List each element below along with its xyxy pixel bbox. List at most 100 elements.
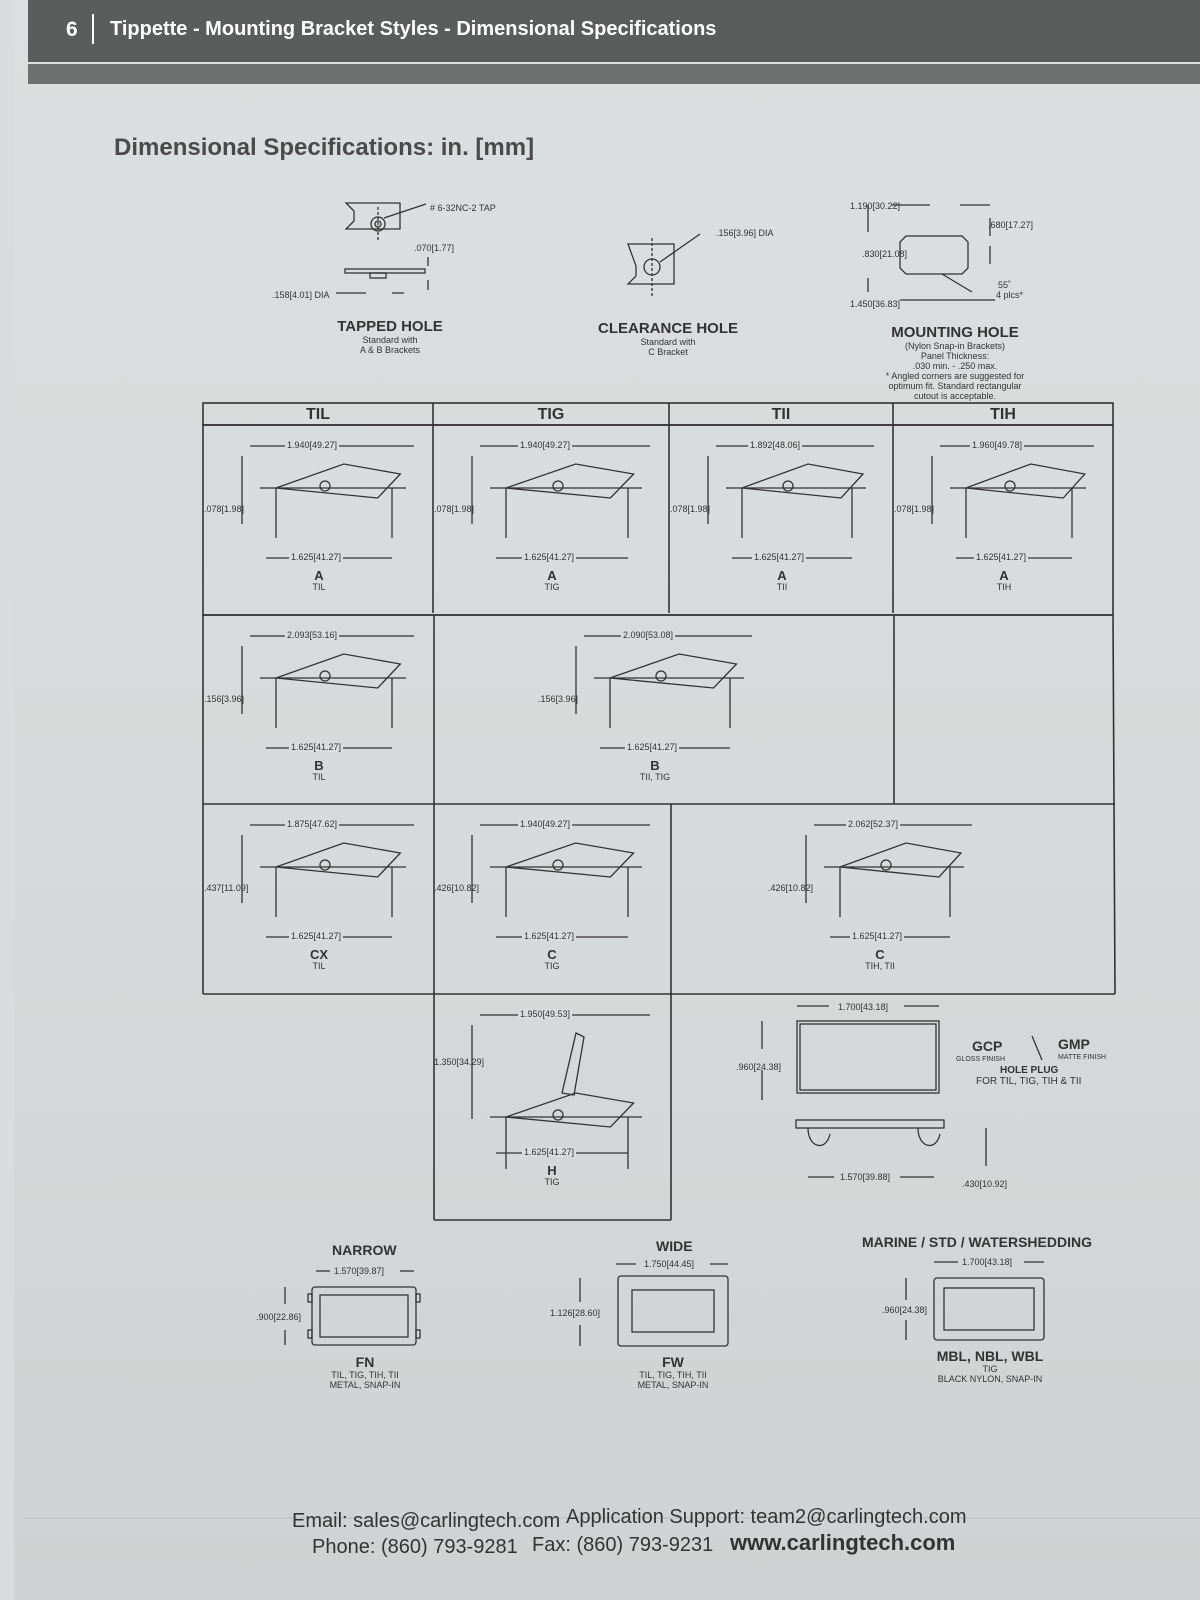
til_cx-dim-left: .437[11.09] [204, 883, 249, 893]
section-title: Dimensional Specifications: in. [mm] [114, 134, 535, 161]
hole-plug-dim-height: .960[24.38] [736, 1062, 782, 1072]
tig_a-dim-left: .078[1.98] [434, 504, 475, 514]
wide-sub2: METAL, SNAP-IN [637, 1380, 709, 1390]
header-bar [28, 0, 1200, 62]
marine-code: MBL, NBL, WBL [936, 1348, 1044, 1364]
footer-website[interactable]: www.carlingtech.com [730, 1530, 956, 1555]
marine-caption: MBL, NBL, WBL TIG BLACK NYLON, SNAP-IN [910, 1348, 1070, 1384]
tih_c-code: C [875, 947, 885, 962]
tig_c-dim-bottom: 1.625[41.27] [522, 931, 577, 941]
tig_h-code: H [547, 1163, 557, 1178]
tig_a-sub: TIG [544, 582, 560, 592]
footer-fax: Fax: (860) 793-9231 [532, 1534, 714, 1556]
marine-dim-width: 1.700[43.18] [962, 1257, 1013, 1267]
narrow-sub2: METAL, SNAP-IN [329, 1380, 401, 1390]
mounting-angle-count: 4 plcs* [996, 290, 1024, 300]
marine-bezel-drawing [905, 1261, 1045, 1341]
tii_b-dim-bottom: 1.625[41.27] [625, 742, 680, 752]
mounting-hole-drawing [867, 204, 995, 301]
footer-email[interactable]: Email: sales@carlingtech.com [292, 1510, 561, 1532]
narrow-bezel-drawing [284, 1270, 421, 1346]
tii_a-dim-bottom: 1.625[41.27] [752, 552, 807, 562]
tii_b-sub: TII, TIG [639, 772, 671, 782]
tig_c-code: C [547, 947, 557, 962]
tig_h-dim-bottom: 1.625[41.27] [522, 1147, 577, 1157]
til_cx-dim-bottom: 1.625[41.27] [289, 931, 344, 941]
page [14, 0, 1200, 1600]
tapped-dim-thickness: .070[1.77] [414, 243, 455, 253]
tih_a-dim-top: 1.960[49.78] [970, 440, 1025, 450]
til_a-dim-bottom: 1.625[41.27] [289, 552, 344, 562]
mounting-angle: 55˚ [998, 280, 1012, 290]
tapped-dim-dia: .158[4.01] DIA [272, 290, 330, 300]
tih_c-dim-top: 2.062[52.37] [846, 819, 901, 829]
wide-dim-width: 1.750[44.45] [644, 1259, 695, 1269]
mounting-hole-note1: * Angled corners are suggested for [885, 371, 1025, 381]
narrow-sub1: TIL, TIG, TIH, TII [331, 1370, 399, 1380]
marine-dim-height: .960[24.38] [882, 1305, 928, 1315]
hole-plug-sub: FOR TIL, TIG, TIH & TII [976, 1076, 1082, 1087]
tapped-hole-title: TAPPED HOLE [337, 318, 443, 335]
tii_b-dim-top: 2.090[53.08] [621, 630, 676, 640]
tapped-hole-sub2: A & B Brackets [359, 345, 421, 355]
mounting-hole-note2: optimum fit. Standard rectangular [888, 381, 1022, 391]
narrow-dim-height: .900[22.86] [256, 1312, 302, 1322]
mounting-dim-inner: .680[17.27] [988, 220, 1034, 230]
til_b-sub: TIL [312, 772, 326, 782]
clearance-dim-dia: .156[3.96] DIA [716, 228, 774, 238]
til_cx-code: CX [309, 947, 329, 962]
column-header-tig: TIG [537, 406, 565, 423]
tig_c-dim-top: 1.940[49.27] [518, 819, 573, 829]
wide-title: WIDE [656, 1238, 693, 1254]
clearance-hole-sub2: C Bracket [648, 347, 688, 357]
tig_a-dim-bottom: 1.625[41.27] [522, 552, 577, 562]
page-number: 6 [66, 18, 78, 41]
mounting-hole-title: MOUNTING HOLE [891, 324, 1019, 341]
bracket-table-grid [202, 402, 1116, 1221]
tih_c-dim-left: .426[10.82] [768, 883, 814, 893]
mounting-dim-height: .830[21.08] [862, 249, 908, 259]
marine-sub2: BLACK NYLON, SNAP-IN [937, 1374, 1043, 1384]
page-title: Tippette - Mounting Bracket Styles - Dim… [110, 18, 717, 40]
marine-sub1: TIG [982, 1364, 998, 1374]
tig_h-dim-top: 1.950[49.53] [518, 1009, 573, 1019]
narrow-code: FN [355, 1354, 375, 1370]
til_cx-sub: TIL [312, 961, 326, 971]
tih_a-dim-bottom: 1.625[41.27] [974, 552, 1029, 562]
narrow-caption: FN TIL, TIG, TIH, TII METAL, SNAP-IN [300, 1354, 430, 1390]
wide-caption: FW TIL, TIG, TIH, TII METAL, SNAP-IN [608, 1354, 738, 1390]
footer-support[interactable]: Application Support: team2@carlingtech.c… [566, 1506, 967, 1528]
clearance-hole-sub1: Standard with [640, 337, 696, 347]
mounting-hole-sub1: (Nylon Snap-in Brackets) [904, 341, 1006, 351]
til_b-dim-top: 2.093[53.16] [285, 630, 340, 640]
clearance-hole-drawing [626, 233, 701, 296]
column-header-tii: TII [771, 406, 791, 423]
mounting-hole-note3: cutout is acceptable. [913, 391, 997, 401]
tih_c-dim-bottom: 1.625[41.27] [850, 931, 905, 941]
til_a-dim-left: .078[1.98] [204, 504, 245, 514]
tii_b-dim-left: .156[3.96] [538, 694, 579, 704]
tii_b-code: B [650, 758, 660, 773]
gcp-code: GCP [972, 1038, 1003, 1054]
column-header-tih: TIH [990, 406, 1016, 423]
tih_c-sub: TIH, TII [865, 961, 895, 971]
tih_a-sub: TIH [996, 582, 1012, 592]
til_b-code: B [314, 758, 324, 773]
mounting-dim-length: 1.450[36.83] [850, 299, 901, 309]
hole-plug-drawing [761, 1005, 1043, 1178]
hole-plug-dim-width: 1.700[43.18] [838, 1002, 889, 1012]
wide-dim-height: 1.126[28.60] [550, 1308, 601, 1318]
hole-plug-dim-depth: .430[10.92] [962, 1179, 1008, 1189]
tig_a-dim-top: 1.940[49.27] [518, 440, 573, 450]
narrow-title: NARROW [332, 1242, 397, 1258]
tapped-hole-caption: TAPPED HOLE Standard with A & B Brackets [300, 318, 480, 355]
til_b-dim-left: .156[3.96] [204, 694, 245, 704]
wide-sub1: TIL, TIG, TIH, TII [639, 1370, 707, 1380]
til_a-code: A [314, 568, 324, 583]
wide-code: FW [662, 1354, 684, 1370]
matte-finish: MATTE FINISH [1058, 1054, 1107, 1061]
narrow-dim-width: 1.570[39.87] [334, 1266, 385, 1276]
tig_c-dim-left: .426[10.82] [434, 883, 480, 893]
mounting-hole-sub3: .030 min. - .250 max. [912, 361, 998, 371]
hole-plug-dim-base: 1.570[39.88] [840, 1172, 891, 1182]
